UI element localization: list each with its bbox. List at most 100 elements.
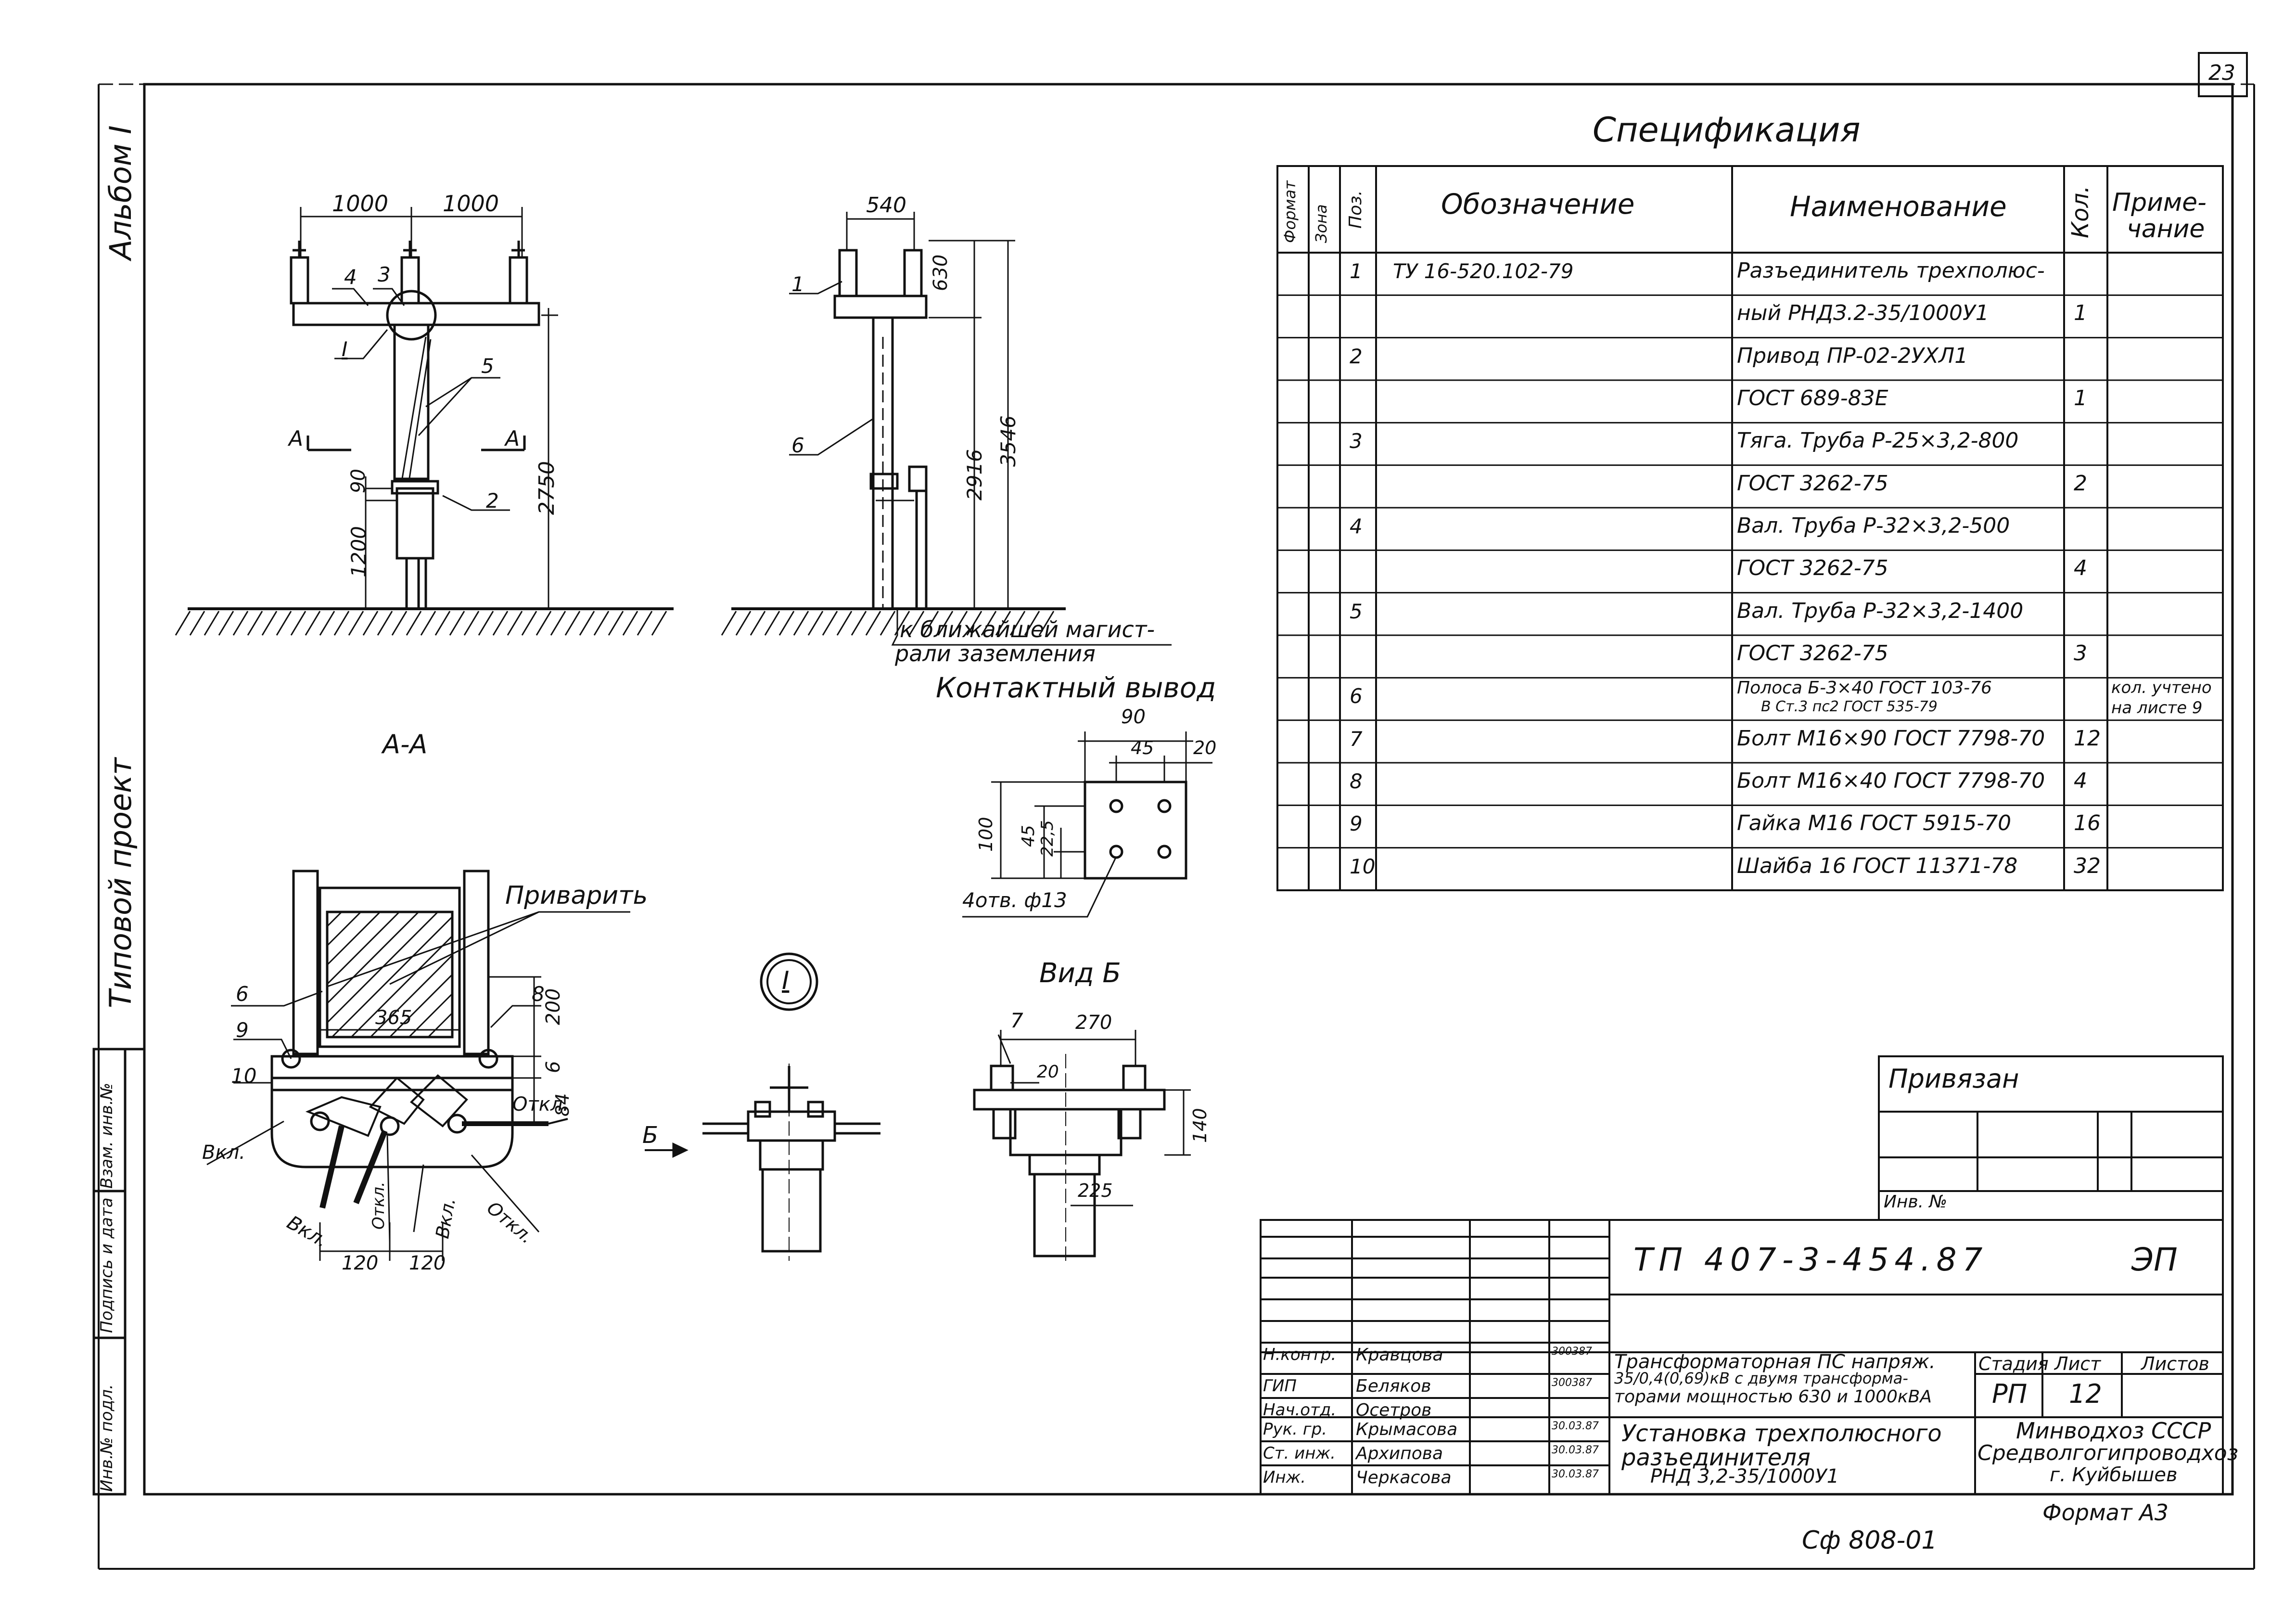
spec-cell-name: ГОСТ 689-83Е bbox=[1737, 386, 1888, 410]
spec-cell-qty: 4 bbox=[2074, 556, 2087, 581]
binding-title: Привязан bbox=[1888, 1064, 2019, 1094]
callout-label: 8 bbox=[532, 982, 545, 1006]
aa-title: А-А bbox=[383, 729, 428, 759]
side-stamp-cell: Взам. инв.№ bbox=[97, 1082, 116, 1189]
title-block-date: 300387 bbox=[1552, 1377, 1592, 1389]
aa-label: 6 bbox=[542, 1061, 564, 1073]
spec-cell-name: Болт М16×90 ГОСТ 7798-70 bbox=[1737, 726, 2045, 751]
spec-cell-note-2: на листе 9 bbox=[2111, 698, 2203, 718]
dim-label: 1000 bbox=[443, 191, 499, 217]
spec-cell-pos: 2 bbox=[1350, 344, 1363, 368]
spec-cell-qty: 4 bbox=[2074, 769, 2087, 793]
view-b-label: 225 bbox=[1078, 1180, 1113, 1201]
front-view-drawing bbox=[175, 207, 674, 636]
title-block-name: Черкасова bbox=[1356, 1468, 1452, 1488]
format-label: Формат А3 bbox=[2042, 1500, 2168, 1526]
dim-label: 2916 bbox=[963, 449, 986, 500]
spec-cell-name: Привод ПР-02-2УХЛ1 bbox=[1737, 343, 1968, 368]
title-block-role: Нач.отд. bbox=[1263, 1400, 1337, 1420]
page-number: 23 bbox=[2208, 61, 2235, 85]
node-i-title: I bbox=[782, 966, 790, 995]
sheet-name: РНД 3,2-35/1000У1 bbox=[1650, 1465, 1839, 1488]
spec-header-name: Наименование bbox=[1790, 190, 2007, 223]
title-block-role: Рук. гр. bbox=[1263, 1420, 1327, 1439]
title-block-date: 30.03.87 bbox=[1552, 1468, 1599, 1480]
spec-cell-name: Разъединитель трехполюс- bbox=[1737, 258, 2045, 283]
callout-label: 3 bbox=[378, 263, 391, 286]
callout-label: 9 bbox=[236, 1018, 249, 1042]
spec-cell-name: Тяга. Труба Р-25×3,2-800 bbox=[1737, 428, 2019, 453]
title-block-name: Архипова bbox=[1356, 1444, 1443, 1463]
callout-label: 10 bbox=[231, 1064, 257, 1088]
spec-header-note: чание bbox=[2127, 215, 2205, 244]
spec-cell-name: Вал. Труба Р-32×3,2-1400 bbox=[1737, 598, 2024, 623]
section-mark: А bbox=[505, 426, 520, 451]
side-view-drawing bbox=[721, 212, 1172, 646]
dim-label: 1000 bbox=[332, 191, 389, 217]
aa-label: Откл. bbox=[369, 1181, 388, 1230]
view-b-label: 140 bbox=[1189, 1108, 1211, 1143]
contact-terminal-drawing bbox=[962, 731, 1212, 918]
title-block-name: Осетров bbox=[1356, 1400, 1432, 1420]
project-name: торами мощностью 630 и 1000кВА bbox=[1614, 1387, 1932, 1407]
callout-label: 4 bbox=[344, 265, 357, 289]
title-block-name: Кравцова bbox=[1356, 1345, 1443, 1365]
sheet-name: Установка трехполюсного bbox=[1621, 1420, 1942, 1447]
spec-cell-pos: 1 bbox=[1350, 259, 1363, 283]
org-name: Средволгогипроводхоз bbox=[1977, 1441, 2239, 1465]
title-block-date: 30.03.87 bbox=[1552, 1444, 1599, 1456]
spec-cell-pos: 6 bbox=[1350, 684, 1363, 708]
title-block-role: Инж. bbox=[1263, 1468, 1306, 1487]
callout-label: 5 bbox=[481, 354, 494, 378]
dim-label: 3546 bbox=[996, 415, 1020, 467]
spec-cell-pos: 4 bbox=[1350, 514, 1363, 538]
callout-label: I bbox=[342, 337, 348, 361]
title-block-date: 300387 bbox=[1552, 1346, 1592, 1358]
dim-label: 630 bbox=[930, 254, 952, 291]
spec-cell-qty: 3 bbox=[2074, 641, 2087, 666]
dim-label: 45 bbox=[1019, 825, 1038, 847]
view-b-label: 20 bbox=[1037, 1062, 1059, 1082]
title-block-grid bbox=[1260, 1219, 2224, 1495]
dim-label: 90 bbox=[1121, 706, 1146, 728]
project-type-label: Типовой проект bbox=[103, 757, 138, 1008]
spec-cell-pos: 5 bbox=[1350, 599, 1363, 623]
spec-cell-name: ный РНДЗ.2-35/1000У1 bbox=[1737, 301, 1989, 326]
dim-label: 1200 bbox=[347, 526, 370, 577]
project-name: 35/0,4(0,69)кВ с двумя трансформа- bbox=[1614, 1369, 1908, 1387]
spec-cell-note: кол. учтено bbox=[2111, 678, 2212, 698]
aa-label: 120 bbox=[409, 1252, 446, 1274]
aa-label-weld: Приварить bbox=[505, 881, 648, 910]
spec-cell-pos: 9 bbox=[1350, 812, 1363, 836]
callout-label: 6 bbox=[791, 434, 804, 457]
spec-cell-name: Болт М16×40 ГОСТ 7798-70 bbox=[1737, 769, 2045, 793]
spec-table-grid bbox=[1276, 165, 2224, 891]
project-name: Трансформаторная ПС напряж. bbox=[1614, 1351, 1936, 1373]
title-block-code: ТП 407-3-454.87 bbox=[1633, 1241, 1989, 1278]
aa-label: Откл. bbox=[512, 1093, 569, 1116]
aa-label: Вкл. bbox=[202, 1141, 245, 1164]
side-stamp-cell: Подпись и дата bbox=[97, 1197, 116, 1333]
title-block-role: ГИП bbox=[1263, 1376, 1297, 1396]
spec-cell-name: Шайба 16 ГОСТ 11371-78 bbox=[1737, 853, 2018, 878]
dim-label: 20 bbox=[1193, 737, 1217, 758]
spec-header-note: Приме- bbox=[2112, 188, 2207, 217]
dim-label: 45 bbox=[1131, 737, 1154, 758]
spec-cell-qty: 2 bbox=[2074, 471, 2087, 496]
title-block-name: Крымасова bbox=[1356, 1420, 1458, 1439]
org-name: г. Куйбышев bbox=[2050, 1464, 2178, 1486]
view-b-title: Вид Б bbox=[1039, 958, 1121, 989]
spec-cell-qty: 1 bbox=[2074, 301, 2087, 326]
ground-note: к ближайшей магист- bbox=[900, 616, 1155, 642]
spec-cell-name: Полоса Б-3×40 ГОСТ 103-76 bbox=[1737, 678, 1992, 698]
view-b-label: 270 bbox=[1075, 1012, 1112, 1034]
sheet-value: 12 bbox=[2069, 1379, 2102, 1409]
view-b-drawing bbox=[973, 1030, 1191, 1261]
spec-cell-qty: 32 bbox=[2074, 853, 2101, 878]
spec-header-pos: Поз. bbox=[1346, 190, 1365, 229]
section-aa-drawing bbox=[206, 870, 630, 1261]
spec-header-format: Формат bbox=[1281, 180, 1299, 243]
aa-label: 365 bbox=[375, 1007, 412, 1029]
binding-box-grid bbox=[1878, 1055, 2224, 1221]
org-name: Минводхоз СССР bbox=[2016, 1418, 2211, 1444]
